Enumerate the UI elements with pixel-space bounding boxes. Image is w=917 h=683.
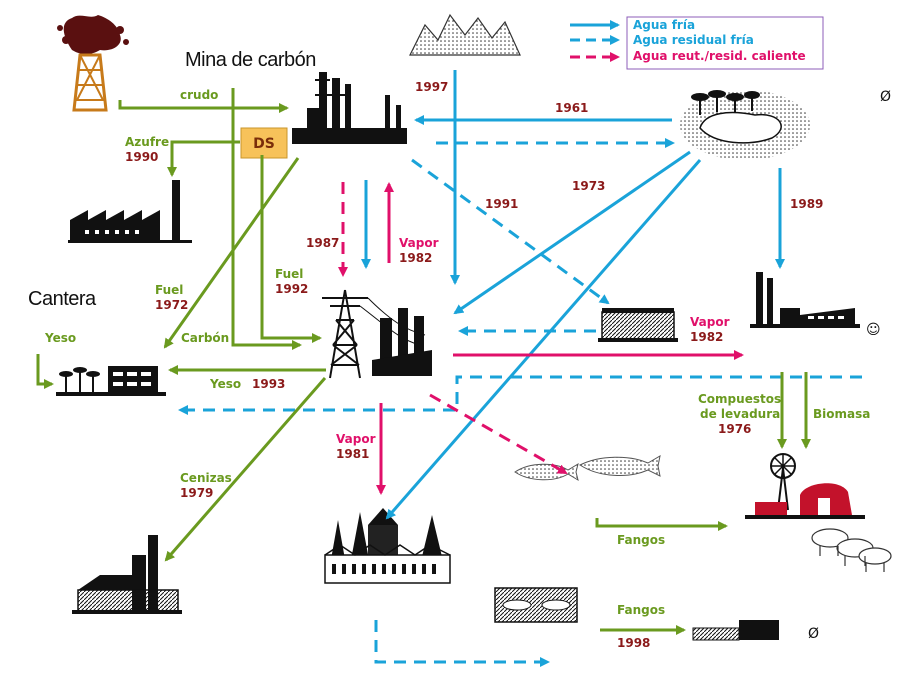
legend: Agua fría Agua residual fría Agua reut./… [570,16,824,70]
lake-icon [680,90,810,160]
factory-icon [68,180,192,243]
label-crudo: crudo [180,88,218,102]
legend-cold-water: Agua fría [633,18,695,32]
coal-mine-title: Mina de carbón [185,49,316,71]
label-1987: 1987 [306,236,339,250]
label-yeso-quarry: Yeso [44,331,76,345]
power-plant-icon [322,289,432,379]
label-cenizas-year: 1979 [180,486,213,500]
arrow-town-sludge-dashed [374,620,550,667]
arrow-coal-powerplant [231,88,302,350]
label-vapor-1981: Vapor [336,432,376,446]
label-vapor-1982-up-year: 1982 [399,251,432,265]
refinery-icon [292,72,407,144]
arrow-pharma-plasterboard-dashed [178,375,862,415]
sludge-tank-icon [494,587,578,623]
label-carbon: Carbón [181,331,229,345]
label-azufre-year: 1990 [125,150,158,164]
empty-set-bottom: Ø [808,626,819,642]
label-1997: 1997 [415,80,448,94]
mountains-icon [409,13,521,56]
arrow-refinery-treatment-dashed [411,158,610,305]
arrow-ash-cement [164,377,327,562]
label-yeso-1993-year: 1993 [252,377,285,391]
label-fuel-1992: Fuel [275,267,303,281]
arrow-powerplant-fish-dashed [429,393,568,475]
label-1991: 1991 [485,197,518,211]
label-vapor-1982-up: Vapor [399,236,439,250]
label-fuel-1972: Fuel [155,283,183,297]
pharma-plant-icon [750,272,860,328]
arrow-lake-powerplant [453,150,691,315]
arrow-fuel-1972 [163,157,300,349]
label-vapor-1982-right: Vapor [690,315,730,329]
oil-well-icon [57,15,129,112]
plasterboard-plant-icon [56,366,166,396]
quarry-title: Cantera [28,288,97,310]
label-compuestos: Compuestos [698,392,781,406]
arrow-quarry-gypsum [36,354,54,389]
label-compuestos-2: de levadura [700,407,780,421]
label-compuestos-year: 1976 [718,422,751,436]
label-yeso-1993: Yeso [209,377,241,391]
label-1989: 1989 [790,197,823,211]
label-fangos-1: Fangos [617,533,665,547]
arrow-crude-refinery [118,100,289,113]
town-icon [324,508,451,584]
arrow-sludge-farm [595,518,728,531]
label-biomasa: Biomasa [813,407,870,421]
legend-cold-wastewater: Agua residual fría [633,33,754,47]
label-fangos-2-year: 1998 [617,636,650,650]
ds-label: DS [253,136,275,152]
label-fuel-1972-year: 1972 [155,298,188,312]
label-fangos-2: Fangos [617,603,665,617]
cement-plant-icon [72,535,182,614]
fish-icon [514,455,661,482]
legend-reused-water: Agua reut./resid. caliente [633,49,806,63]
farm-icon [745,453,865,519]
arrow-sulfur-factory [167,140,240,177]
label-1973: 1973 [572,179,605,193]
landfill-icon [692,620,779,641]
ds-box: DS [240,127,288,159]
arrow-lake-town [385,159,702,520]
label-vapor-1982-right-year: 1982 [690,330,723,344]
pigs-icon [811,528,892,572]
label-vapor-1981-year: 1981 [336,447,369,461]
label-cenizas: Cenizas [180,471,232,485]
label-azufre: Azufre [125,135,169,149]
label-1961: 1961 [555,101,588,115]
water-treatment-icon [598,308,678,342]
arrow-fuel-1992 [260,155,322,343]
empty-set-lake: Ø [880,89,891,105]
label-fuel-1992-year: 1992 [275,282,308,296]
smiley-icon: ☺ [866,322,881,338]
